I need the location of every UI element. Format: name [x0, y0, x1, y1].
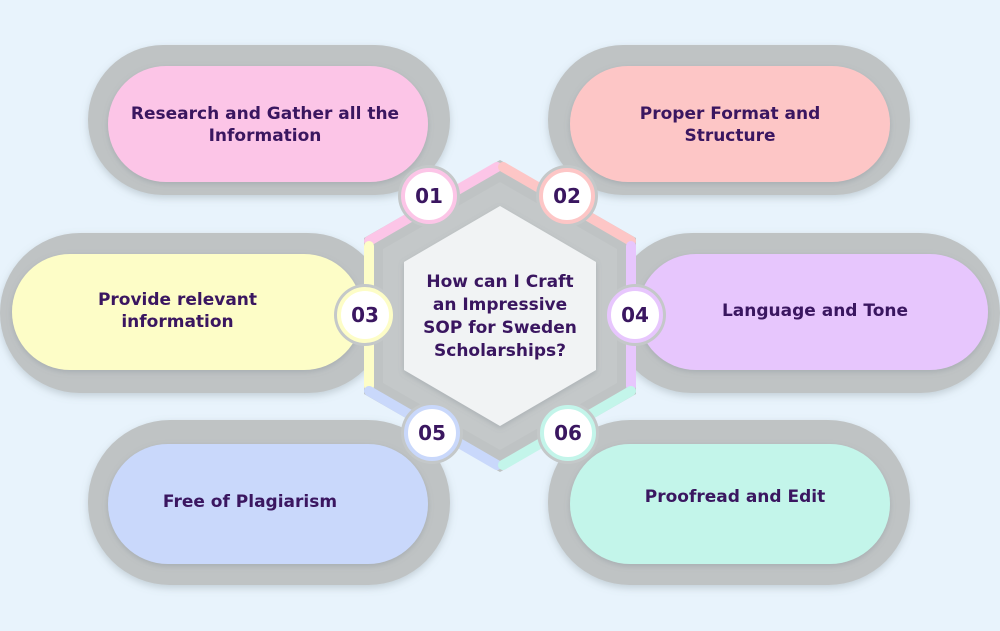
step-number-4: 04	[621, 303, 649, 327]
step-pill-6	[570, 444, 890, 564]
step-label-6: Proofread and Edit	[644, 487, 826, 507]
step-number-1: 01	[415, 184, 443, 208]
step-label-1: Research and Gather all the Information	[130, 104, 400, 146]
step-pill-5	[108, 444, 428, 564]
badge-2	[536, 165, 598, 227]
step-pill-1	[108, 66, 428, 182]
step-number-3: 03	[351, 303, 379, 327]
center-hexagon	[404, 206, 596, 426]
step-pill-4	[638, 254, 988, 370]
badge-5	[401, 402, 463, 464]
step-number-5: 05	[418, 421, 446, 445]
step-number-2: 02	[553, 184, 581, 208]
step-pill-2	[570, 66, 890, 182]
badge-1	[398, 165, 460, 227]
step-label-4: Language and Tone	[721, 301, 909, 321]
badge-6	[537, 402, 599, 464]
badge-4	[604, 284, 666, 346]
step-label-2: Proper Format and Structure	[639, 104, 821, 146]
step-label-3: Provide relevant information	[97, 290, 258, 332]
step-pill-3	[12, 254, 362, 370]
center-question: How can I Craft an Impressive SOP for Sw…	[423, 272, 577, 361]
step-number-6: 06	[554, 421, 582, 445]
step-label-5: Free of Plagiarism	[162, 492, 338, 512]
badge-3	[334, 284, 396, 346]
